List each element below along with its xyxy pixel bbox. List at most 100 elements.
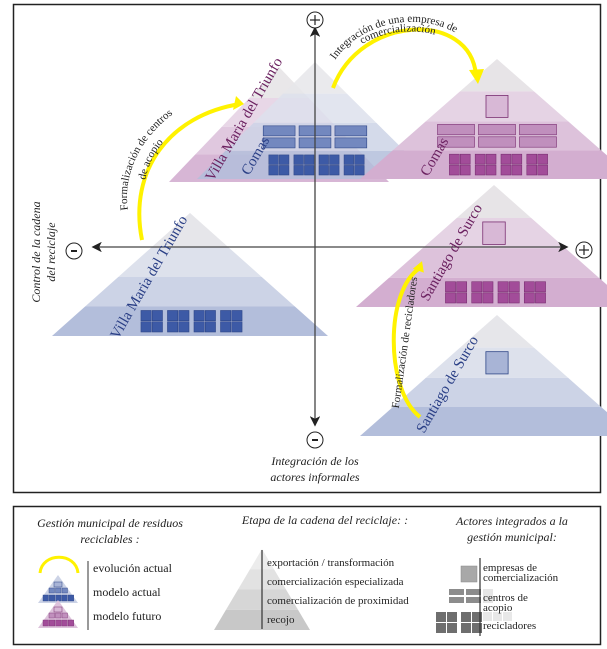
reciclador-block (343, 165, 354, 176)
reciclador-block (304, 165, 315, 176)
reciclador-block (508, 281, 520, 293)
centro-acopio-block (519, 136, 557, 148)
legend-stage-recojo: recojo (267, 614, 295, 626)
legend-actor-empresas-line1: empresas de (483, 562, 537, 574)
reciclador-block (456, 281, 468, 293)
mini-reciclador (61, 594, 68, 602)
reciclador-block (497, 281, 509, 293)
mini-centro (55, 612, 62, 619)
legend-item-evolucion: evolución actual (93, 561, 173, 575)
centro-acopio-block (262, 125, 296, 137)
x-axis-label: Control de la cadena del reciclaje (29, 201, 58, 302)
reciclador-block (449, 164, 460, 176)
reciclador-icon (436, 612, 446, 622)
mini-reciclador (42, 594, 49, 602)
pyramid-surco-futuro (356, 185, 607, 307)
reciclador-block (329, 165, 340, 176)
mini-reciclador (55, 619, 62, 627)
legend-stage-especializada: comercialización especializada (267, 576, 404, 588)
legend-actor-recicladores: recicladores (483, 620, 536, 632)
y-minus-sign (306, 431, 324, 449)
reciclador-icon-faded (503, 612, 512, 621)
legend-model-actual-icon (38, 575, 78, 603)
reciclador-block (537, 164, 548, 176)
pyramid-band (152, 213, 228, 247)
label-formalizacion-centros: Formalización de centros de acopio (118, 107, 175, 211)
centro-acopio-icon (466, 597, 481, 603)
centro-acopio-block (334, 137, 368, 149)
empresa-block (482, 221, 506, 245)
reciclador-block (268, 165, 279, 176)
reciclador-icon (447, 612, 457, 622)
centro-acopio-block (437, 124, 475, 136)
reciclador-block (151, 310, 163, 322)
reciclador-block (508, 292, 520, 304)
x-axis-label-line1: Control de la cadena (29, 201, 43, 302)
pyramid-band (52, 306, 328, 336)
reciclador-block (485, 153, 497, 165)
reciclador-block (318, 165, 329, 176)
x-minus-sign (65, 242, 83, 260)
legend-model-futuro-icon (38, 600, 78, 628)
x-axis-label-line2: del reciclaje (44, 222, 58, 282)
pyramid-band (392, 377, 602, 407)
reciclador-icon (472, 612, 482, 622)
reciclador-block (329, 154, 340, 165)
mini-centro (48, 612, 55, 619)
reciclador-block (220, 321, 232, 333)
mini-centro (55, 587, 62, 594)
empresa-block (485, 351, 509, 375)
reciclador-icon-faded (483, 612, 492, 621)
mini-centro (61, 612, 68, 619)
mini-reciclador (55, 594, 62, 602)
pyramid-band (456, 185, 532, 218)
mini-reciclador (67, 619, 74, 627)
reciclador-block (231, 321, 243, 333)
reciclador-block (293, 165, 304, 176)
pyramid-band (389, 248, 599, 278)
centro-acopio-icon (466, 589, 481, 595)
reciclador-icon-faded (493, 612, 502, 621)
legend-actor-empresas-line2: comercialización (483, 572, 559, 584)
legend-item-modelo-futuro: modelo futuro (93, 609, 161, 623)
arrow-integracion-empresa (331, 27, 478, 89)
reciclador-block (140, 321, 152, 333)
mini-reciclador (67, 594, 74, 602)
reciclador-block (474, 164, 486, 176)
main-frame (12, 3, 602, 494)
legend-actores-title-line1: Actores integrados a la (455, 514, 568, 528)
reciclador-block (193, 321, 205, 333)
reciclador-block (482, 292, 494, 304)
legend-gestion-title-line2: reciclables : (80, 532, 139, 546)
reciclador-block (167, 321, 179, 333)
reciclador-block (231, 310, 243, 322)
reciclador-block (456, 292, 468, 304)
mini-centro (61, 587, 68, 594)
pyramid-surco-actual (360, 315, 607, 436)
legend-actores-title-line2: gestión municipal: (467, 530, 557, 544)
empresa-block (485, 95, 509, 118)
reciclador-block (471, 281, 483, 293)
reciclador-block (474, 153, 486, 165)
reciclador-block (268, 154, 279, 165)
centro-acopio-block (437, 136, 475, 148)
reciclador-icon (461, 612, 471, 622)
reciclador-block (445, 292, 456, 304)
mini-empresa (53, 581, 63, 588)
reciclador-block (523, 292, 535, 304)
reciclador-block (500, 164, 512, 176)
reciclador-block (204, 310, 216, 322)
label-empresa-line1: Integración de una empresa de (328, 13, 460, 62)
reciclador-block (178, 321, 190, 333)
reciclador-block (449, 153, 460, 165)
reciclador-block (523, 281, 535, 293)
centro-acopio-block (478, 136, 516, 148)
pyramid-band (85, 276, 295, 307)
legend-item-modelo-actual: modelo actual (93, 585, 161, 599)
reciclador-block (482, 281, 494, 293)
reciclador-block (354, 165, 365, 176)
pyramid-band (118, 246, 262, 277)
reciclador-block (535, 292, 546, 304)
svg-text:Integración de una empresa de: Integración de una empresa de (328, 13, 460, 62)
